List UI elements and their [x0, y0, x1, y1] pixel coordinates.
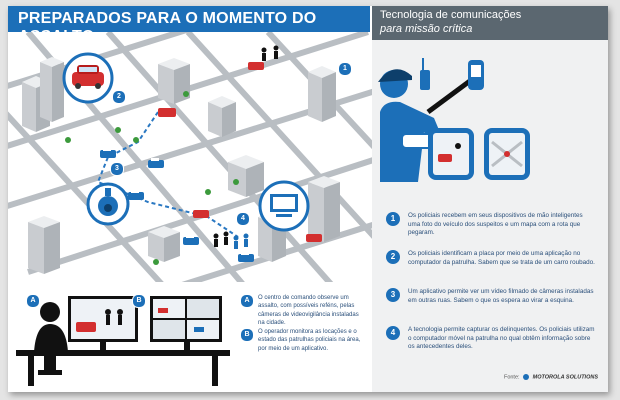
note-a-text: O centro de comando observe um assalto, … [258, 295, 359, 327]
technology-panel: Tecnologia de comunicações para missão c… [372, 6, 608, 392]
map-badge-3: 3 [110, 162, 124, 176]
note-badge-b: B [240, 328, 254, 342]
control-badge-b: B [132, 294, 146, 308]
security-camera-icon [86, 182, 130, 226]
step-4-text: A tecnologia permite capturar os delinqu… [408, 326, 595, 351]
map-badge-2: 2 [112, 90, 126, 104]
computer-bubble [258, 180, 310, 232]
infographic-poster: PREPARADOS PARA O MOMENTO DO ASSALTO [8, 6, 608, 392]
control-badge-a: A [26, 294, 40, 308]
source-credit: Fonte: MOTOROLA SOLUTIONS [503, 373, 598, 380]
note-b-text: O operador monitora as locações e o esta… [258, 329, 361, 352]
suspect-figures [261, 45, 279, 61]
title-bar: PREPARADOS PARA O MOMENTO DO ASSALTO [8, 6, 370, 45]
control-center-section: A B A O centro de comando observe um ass… [8, 282, 372, 392]
panel-header: Tecnologia de comunicações para missão c… [372, 6, 608, 40]
motorola-logo-icon [523, 373, 530, 380]
red-suspect-car [158, 62, 322, 242]
street-grid [8, 32, 372, 282]
source-brand: MOTOROLA SOLUTIONS [532, 374, 598, 380]
step-2-number: 2 [386, 250, 400, 264]
operator-illustration [16, 296, 230, 386]
step-3-number: 3 [386, 288, 400, 302]
source-label: Fonte: [503, 374, 520, 380]
officer-devices-illustration [378, 58, 530, 182]
step-1-text: Os policiais recebem em seus dispositivo… [408, 212, 583, 237]
note-badge-a: A [240, 294, 254, 308]
panel-subtitle: para missão crítica [380, 23, 473, 35]
step-2-text: Os policiais identificam a placa por mei… [408, 250, 595, 266]
step-3-text: Um aplicativo permite ver um vídeo filma… [408, 288, 594, 304]
step-1-number: 1 [386, 212, 400, 226]
police-car [100, 148, 254, 262]
police-officers-figures [213, 231, 249, 249]
map-badge-1: 1 [338, 62, 352, 76]
car-photo-bubble [62, 52, 114, 104]
map-badge-4: 4 [236, 212, 250, 226]
step-4-number: 4 [386, 326, 400, 340]
city-map-illustration [8, 32, 372, 282]
panel-title: Tecnologia de comunicações [380, 9, 522, 21]
